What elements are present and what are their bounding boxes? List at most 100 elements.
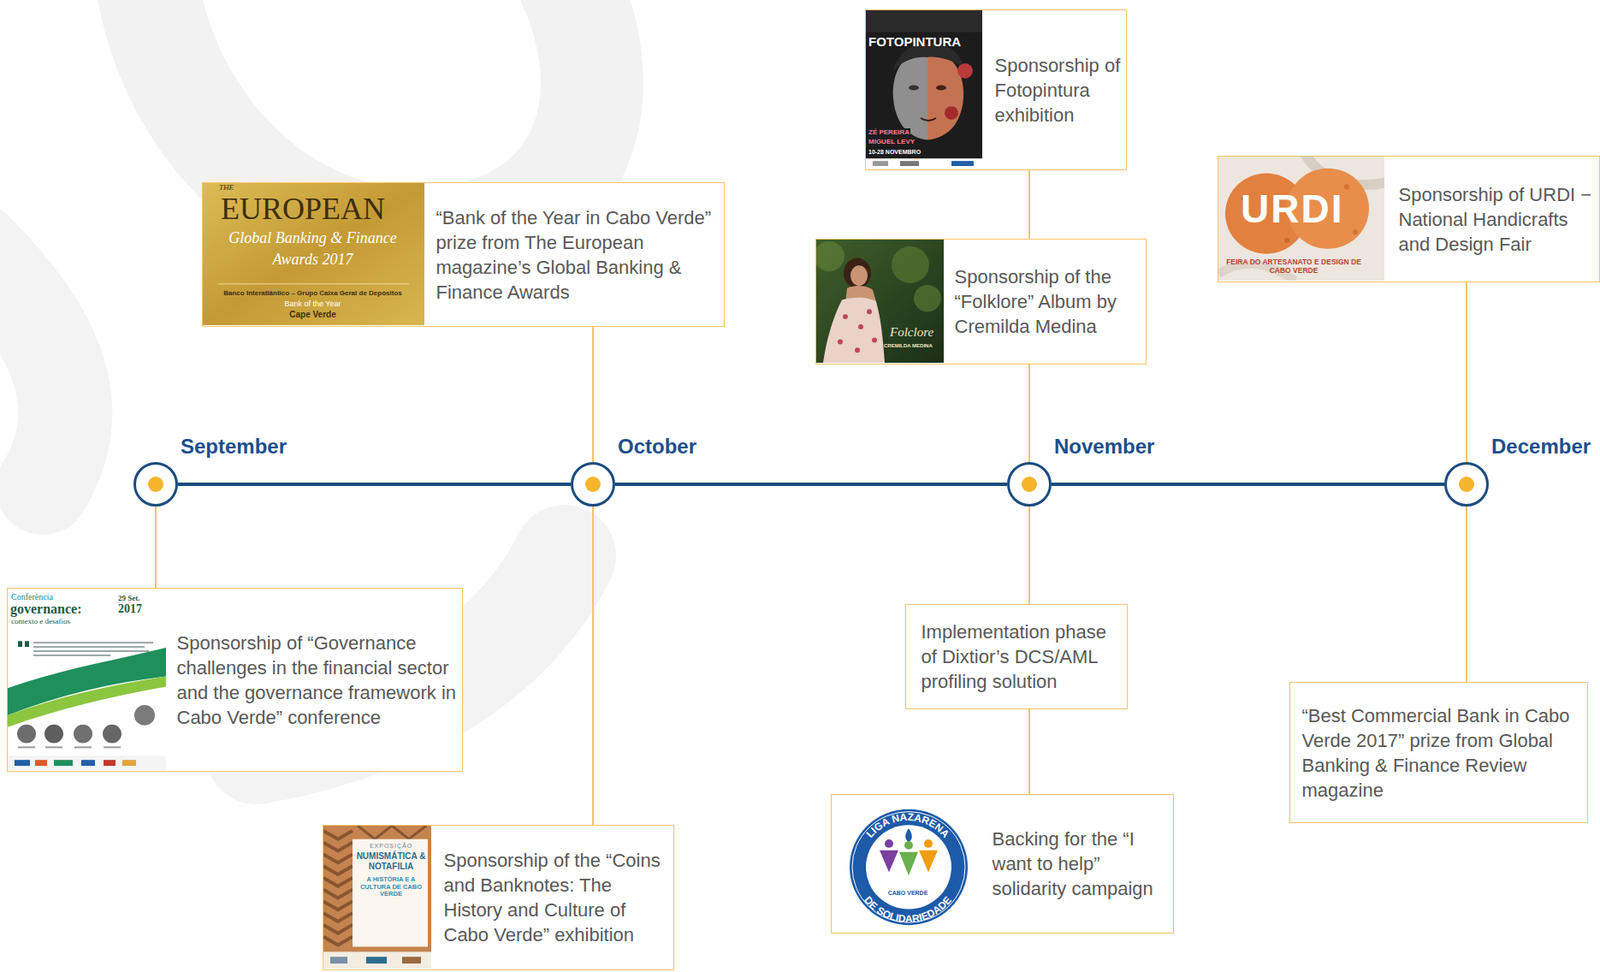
drawing-part <box>842 314 848 320</box>
event-thumbnail <box>7 588 166 771</box>
drawing-part <box>900 160 919 166</box>
event-text: Sponsorship of “Governance challenges in… <box>177 630 458 730</box>
drawing-part <box>122 759 137 766</box>
drawing-part <box>918 850 938 873</box>
drawing-part <box>103 759 116 766</box>
marker-dot <box>1458 476 1475 492</box>
event-text: Implementation phase of Dixtior’s DCS/AM… <box>921 619 1122 694</box>
drawing-part <box>843 258 872 289</box>
month-label: October <box>617 433 697 460</box>
drawing-part <box>871 337 878 344</box>
timeline-marker: November <box>1007 462 1052 507</box>
drawing-part <box>849 809 968 925</box>
drawing-part <box>133 704 156 727</box>
drawing-part <box>202 183 425 326</box>
drawing-part <box>852 811 966 924</box>
event-text: “Bank of the Year in Cabo Verde” prize f… <box>436 205 717 305</box>
drawing-part <box>402 956 421 964</box>
connector-line <box>1028 506 1031 605</box>
logo-text-path: LIGA NAZARENA <box>864 811 953 841</box>
drawing-part <box>7 676 166 728</box>
drawing-part <box>891 246 930 284</box>
drawing-part <box>43 723 65 745</box>
drawing-part <box>35 759 48 766</box>
drawing-part <box>1218 264 1296 281</box>
logo-text: DE SOLIDARIEDADE <box>861 894 955 925</box>
event-text: Sponsorship of URDI − National Handicraf… <box>1398 182 1593 257</box>
connector-line <box>592 506 594 825</box>
drawing-part <box>924 839 933 848</box>
swirl-band <box>0 248 66 488</box>
timeline-axis <box>615 482 1008 486</box>
connector-line <box>1028 170 1031 239</box>
timeline-axis <box>1051 482 1445 486</box>
drawing-part <box>865 824 952 909</box>
drawing-part <box>74 746 92 748</box>
event-thumbnail <box>865 10 983 169</box>
event-box: Sponsorship of Fotopintura exhibition <box>865 9 1127 171</box>
drawing-part <box>908 85 919 91</box>
drawing-part <box>1241 195 1247 202</box>
drawing-part <box>33 654 111 657</box>
drawing-part <box>854 347 860 353</box>
drawing-part <box>951 160 974 166</box>
drawing-part <box>936 85 947 91</box>
drawing-part <box>904 841 913 850</box>
drawing-part <box>866 308 872 315</box>
connector-line <box>592 326 594 463</box>
timeline-marker: September <box>133 462 178 507</box>
marker-dot <box>148 476 164 492</box>
event-box: Sponsorship of URDI − National Handicraf… <box>1217 155 1600 283</box>
logo-text-path: DE SOLIDARIEDADE <box>861 894 955 925</box>
marker-dot <box>585 476 601 492</box>
drawing-part <box>816 241 845 272</box>
drawing-part <box>944 106 959 120</box>
drawing-part <box>879 850 899 873</box>
drawing-part <box>81 759 95 766</box>
drawing-part <box>17 640 30 647</box>
timeline-axis <box>177 482 571 486</box>
event-box: Sponsorship of the “Coins and Banknotes:… <box>322 824 675 971</box>
drawing-part <box>14 759 30 766</box>
drawing-part <box>858 324 864 330</box>
connector-line <box>1028 709 1031 795</box>
drawing-part <box>1284 237 1290 243</box>
text-column: “Bank of the Year in Cabo Verde” prize f… <box>436 205 717 305</box>
connector-line <box>154 506 157 588</box>
text-column: Sponsorship of the “Coins and Banknotes:… <box>444 847 668 948</box>
event-box: “Bank of the Year in Cabo Verde” prize f… <box>201 182 725 327</box>
text-column: Sponsorship of URDI − National Handicraf… <box>1398 182 1593 257</box>
drawing-part <box>899 852 919 876</box>
drawing-part <box>72 723 94 745</box>
drawing-part <box>323 830 353 946</box>
event-thumbnail <box>1218 156 1385 281</box>
text-column: Sponsorship of the “Folklore” Album by C… <box>954 264 1140 339</box>
connector-line <box>1465 506 1468 682</box>
text-column: Implementation phase of Dixtior’s DCS/AM… <box>921 619 1122 694</box>
drawing-part <box>865 158 983 169</box>
timeline-marker: December <box>1444 462 1489 507</box>
drawing-part <box>53 759 73 766</box>
drawing-part <box>323 951 432 969</box>
drawing-part <box>837 339 843 345</box>
drawing-part <box>1218 156 1385 281</box>
event-text: “Best Commercial Bank in Cabo Verde 2017… <box>1302 703 1580 803</box>
event-box: Implementation phase of Dixtior’s DCS/AM… <box>905 604 1128 710</box>
connector-line <box>1465 282 1468 463</box>
drawing-part <box>45 746 63 748</box>
drawing-part <box>103 746 121 748</box>
drawing-part <box>218 283 409 285</box>
drawing-part <box>323 825 432 969</box>
connector-line <box>1028 364 1031 463</box>
event-box: Sponsorship of the “Folklore” Album by C… <box>815 238 1147 365</box>
month-label: December <box>1491 433 1591 460</box>
drawing-part <box>7 588 166 771</box>
drawing-part <box>33 650 149 652</box>
drawing-part <box>872 160 889 166</box>
event-text: Sponsorship of the “Coins and Banknotes:… <box>444 847 668 948</box>
event-thumbnail <box>816 239 944 363</box>
event-box: Sponsorship of “Governance challenges in… <box>6 587 463 772</box>
drawing-part <box>850 265 868 286</box>
